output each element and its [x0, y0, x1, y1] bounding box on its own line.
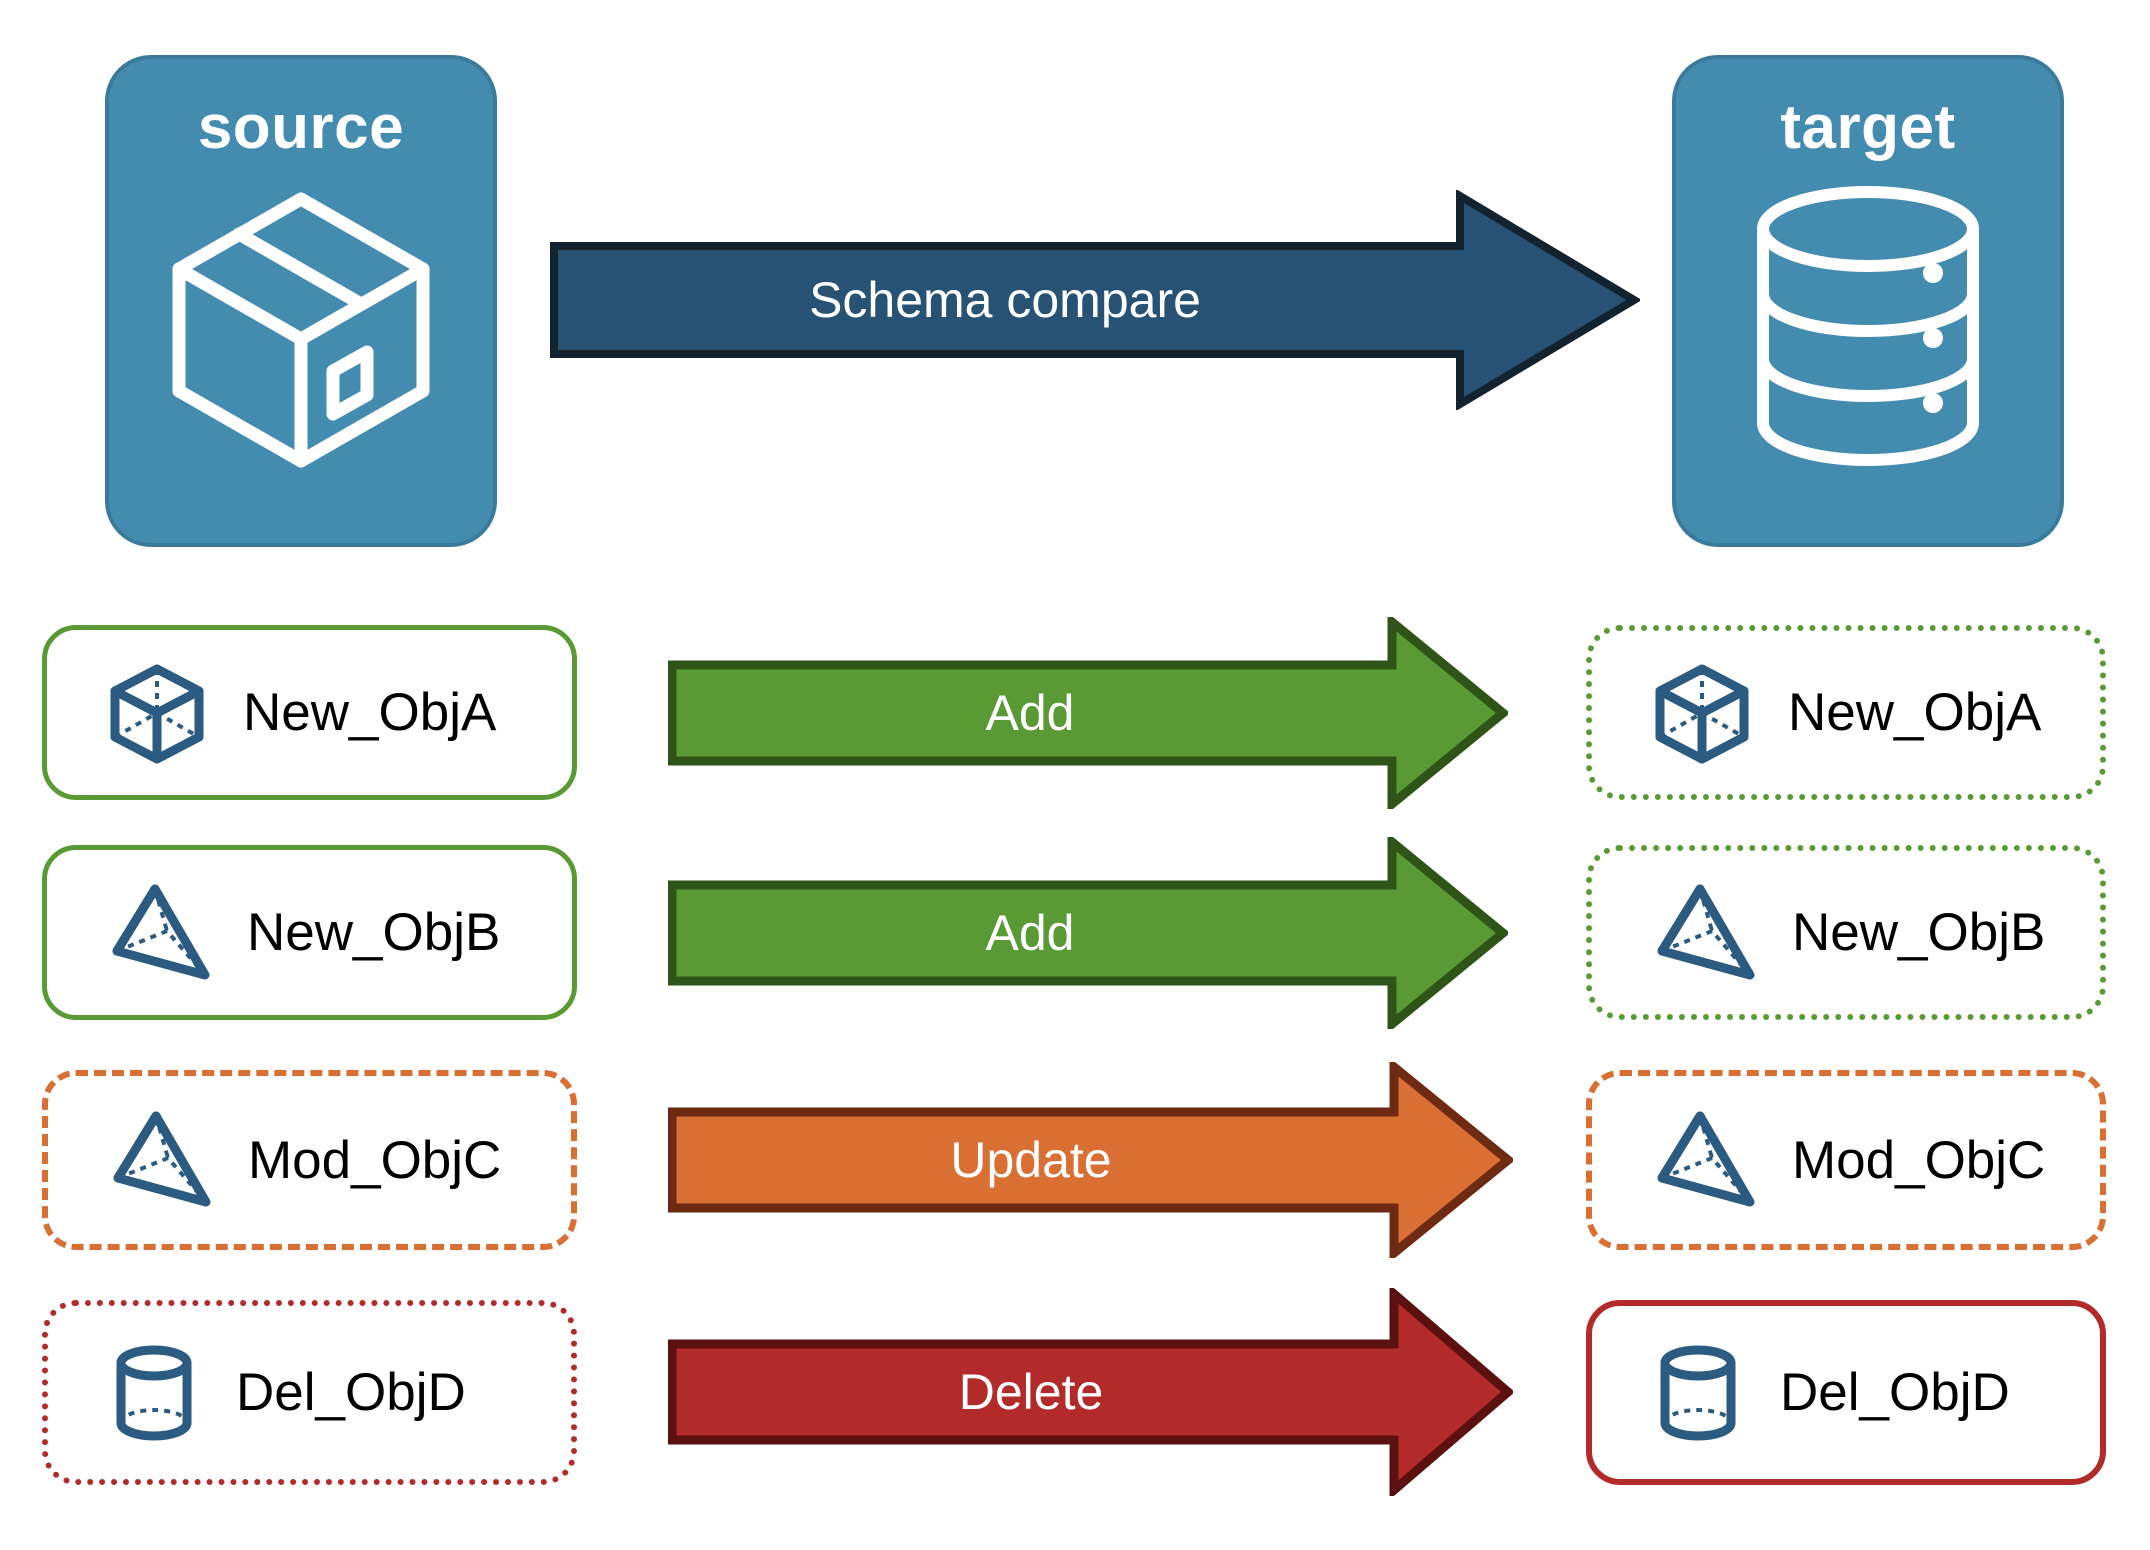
action-arrow-update[interactable]: Update — [667, 1057, 1516, 1263]
target-chip-label-row-3: Mod_ObjC — [1792, 1130, 2046, 1190]
target-chip-row-4[interactable]: Del_ObjD — [1586, 1300, 2106, 1485]
target-chip-label-row-2: New_ObjB — [1792, 903, 2046, 962]
source-chip-label-row-3: Mod_ObjC — [248, 1130, 502, 1190]
wireframe-cube-icon — [105, 661, 209, 765]
wireframe-pyramid-icon — [105, 881, 213, 985]
wireframe-cube-icon — [1650, 661, 1754, 765]
database-cylinder-icon — [1743, 181, 1993, 476]
wireframe-cylinder-icon — [106, 1341, 202, 1445]
target-chip-row-2[interactable]: New_ObjB — [1586, 845, 2106, 1020]
action-arrow-add-2[interactable]: Add — [667, 832, 1511, 1034]
endpoint-card-source[interactable]: source — [105, 55, 497, 547]
endpoint-title-target: target — [1780, 93, 1956, 162]
endpoint-title-source: source — [197, 93, 405, 162]
source-chip-row-4[interactable]: Del_ObjD — [42, 1300, 577, 1485]
wireframe-cylinder-icon — [1650, 1341, 1746, 1445]
package-box-icon — [161, 181, 441, 476]
source-chip-row-1[interactable]: New_ObjA — [42, 625, 577, 800]
target-chip-label-row-1: New_ObjA — [1788, 683, 2042, 742]
target-chip-row-3[interactable]: Mod_ObjC — [1586, 1070, 2106, 1250]
source-chip-label-row-2: New_ObjB — [247, 903, 501, 962]
action-arrow-delete[interactable]: Delete — [667, 1284, 1515, 1500]
source-chip-row-2[interactable]: New_ObjB — [42, 845, 577, 1020]
source-chip-label-row-1: New_ObjA — [243, 683, 497, 742]
target-chip-row-1[interactable]: New_ObjA — [1586, 625, 2106, 800]
endpoint-card-target[interactable]: target — [1672, 55, 2064, 547]
target-chip-label-row-4: Del_ObjD — [1780, 1363, 2010, 1422]
action-arrow-add-1[interactable]: Add — [667, 612, 1511, 814]
wireframe-pyramid-icon — [106, 1108, 214, 1212]
schema-compare-arrow[interactable]: Schema compare — [550, 188, 1642, 412]
source-chip-label-row-4: Del_ObjD — [236, 1363, 466, 1422]
wireframe-pyramid-icon — [1650, 881, 1758, 985]
wireframe-pyramid-icon — [1650, 1108, 1758, 1212]
source-chip-row-3[interactable]: Mod_ObjC — [42, 1070, 577, 1250]
